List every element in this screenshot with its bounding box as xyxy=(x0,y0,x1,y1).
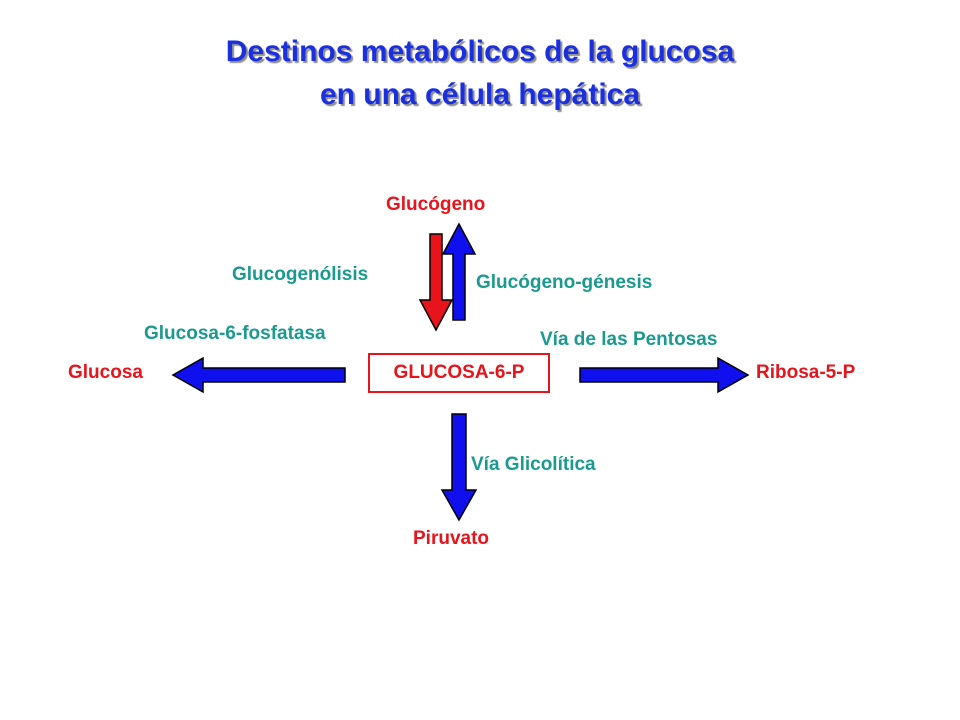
arrow-glycogenesis xyxy=(441,222,477,321)
arrow-to-piruvato xyxy=(440,413,478,522)
node-glucogeno: Glucógeno xyxy=(386,194,486,215)
node-piruvato: Piruvato xyxy=(413,528,490,549)
label-via-glicolitica: Vía Glicolítica xyxy=(471,454,596,475)
node-ribosa-5-p: Ribosa-5-P xyxy=(756,362,856,383)
node-glucosa: Glucosa xyxy=(68,362,143,383)
label-glucosa-6-fosfatasa: Glucosa-6-fosfatasa xyxy=(144,323,326,344)
label-glucogeno-genesis: Glucógeno-génesis xyxy=(476,272,653,293)
arrow-to-ribosa xyxy=(579,356,750,394)
label-via-pentosas: Vía de las Pentosas xyxy=(540,329,718,350)
label-glucogenolisis: Glucogenólisis xyxy=(232,264,369,285)
arrow-to-glucosa xyxy=(171,356,346,394)
title-line-1: Destinos metabólicos de la glucosa xyxy=(225,35,735,68)
title-line-2: en una célula hepática xyxy=(319,78,641,111)
arrow-glycogenolysis xyxy=(418,233,454,332)
node-glucosa-6-p: GLUCOSA-6-P xyxy=(368,353,550,393)
